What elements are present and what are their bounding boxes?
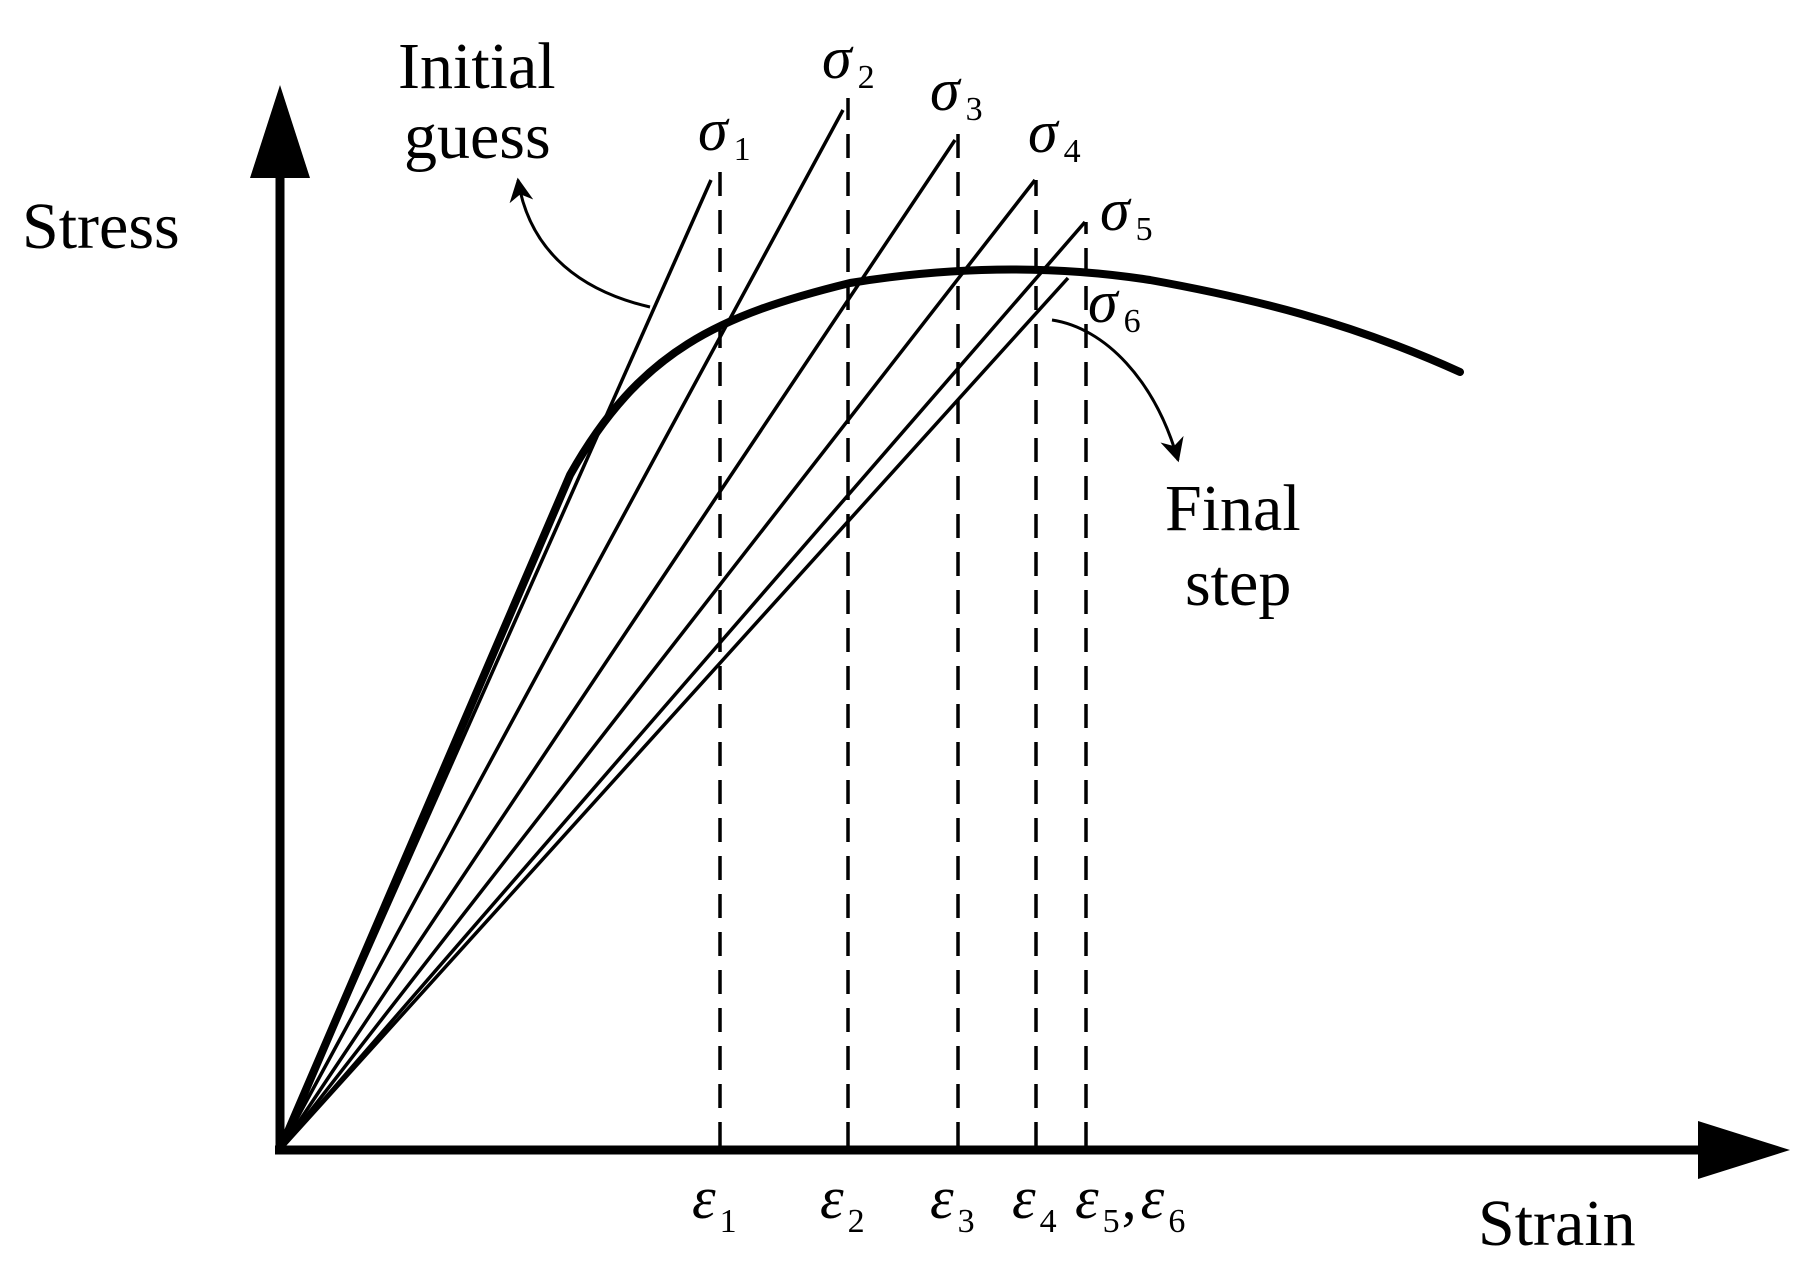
initial-guess-label-line2: guess	[404, 100, 551, 173]
secant-lines	[278, 109, 1087, 1152]
stress-strain-curve	[276, 265, 1464, 1154]
x-axis-arrowhead	[1698, 1121, 1790, 1179]
y-axis-arrowhead	[250, 85, 310, 178]
secant-line-2	[278, 109, 845, 1151]
y-axis-label: Stress	[22, 190, 180, 263]
secant-line-5	[278, 220, 1087, 1152]
strain-dashed-lines	[718, 98, 1088, 1146]
secant-line-3	[278, 139, 957, 1151]
final-step-arrow	[1051, 318, 1184, 463]
x-axis-label: Strain	[1478, 1187, 1636, 1260]
final-step-label-line1: Final	[1165, 472, 1301, 545]
secant-line-6	[278, 276, 1070, 1152]
final-step-label-line2: step	[1185, 547, 1291, 620]
secant-line-4	[278, 178, 1037, 1152]
y-axis	[250, 85, 310, 1150]
initial-guess-arrow	[509, 177, 651, 309]
x-axis	[275, 1121, 1790, 1179]
initial-guess-label-line1: Initial	[398, 30, 556, 103]
